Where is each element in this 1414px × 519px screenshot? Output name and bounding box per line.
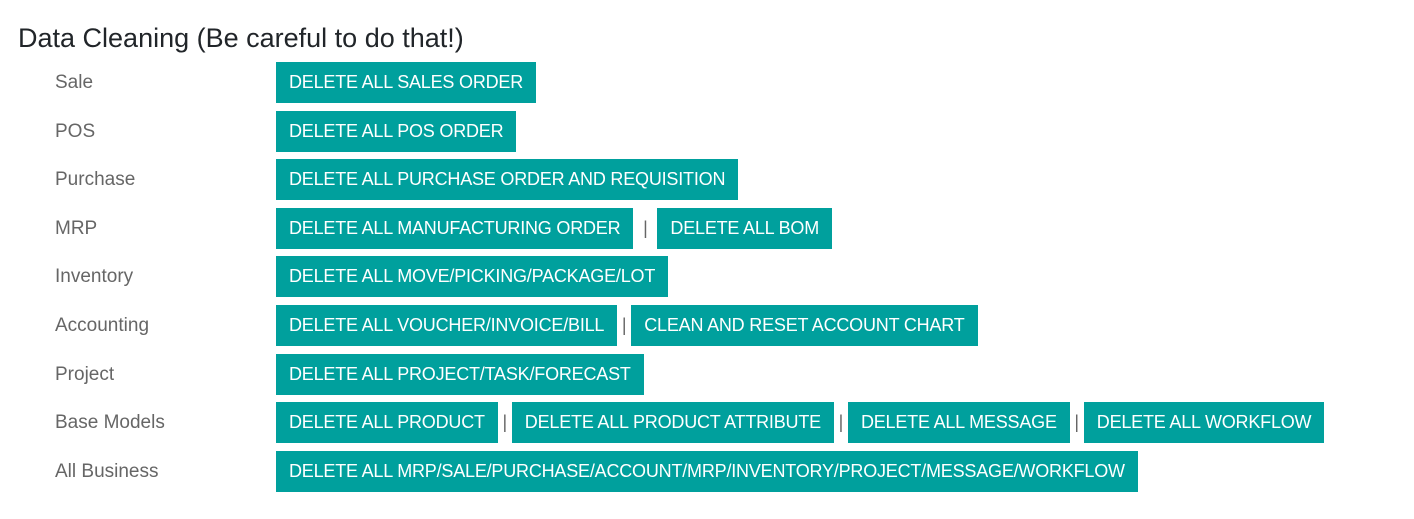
delete-all-voucher-invoice-bill-button[interactable]: DELETE ALL VOUCHER/INVOICE/BILL: [276, 304, 618, 346]
delete-all-pos-order-button[interactable]: DELETE ALL POS ORDER: [276, 110, 517, 152]
row-sale: Sale DELETE ALL SALES ORDER: [0, 62, 1414, 111]
row-accounting: Accounting DELETE ALL VOUCHER/INVOICE/BI…: [0, 304, 1414, 354]
button-group-inventory: DELETE ALL MOVE/PICKING/PACKAGE/LOT: [276, 256, 669, 298]
delete-all-workflow-button[interactable]: DELETE ALL WORKFLOW: [1083, 402, 1325, 444]
delete-all-bom-button[interactable]: DELETE ALL BOM: [657, 207, 832, 249]
delete-all-product-attribute-button[interactable]: DELETE ALL PRODUCT ATTRIBUTE: [511, 402, 834, 444]
delete-all-business-data-button[interactable]: DELETE ALL MRP/SALE/PURCHASE/ACCOUNT/MRP…: [276, 450, 1138, 492]
row-mrp: MRP DELETE ALL MANUFACTURING ORDER | DEL…: [0, 207, 1414, 257]
delete-all-product-button[interactable]: DELETE ALL PRODUCT: [276, 402, 498, 444]
clean-reset-account-chart-button[interactable]: CLEAN AND RESET ACCOUNT CHART: [631, 304, 978, 346]
row-label-accounting: Accounting: [55, 314, 150, 336]
row-label-sale: Sale: [55, 72, 94, 93]
row-label-purchase: Purchase: [55, 169, 136, 191]
row-all-business: All Business DELETE ALL MRP/SALE/PURCHAS…: [0, 450, 1414, 500]
button-separator: |: [621, 314, 627, 335]
button-group-purchase: DELETE ALL PURCHASE ORDER AND REQUISITIO…: [276, 159, 739, 201]
button-group-all-business: DELETE ALL MRP/SALE/PURCHASE/ACCOUNT/MRP…: [276, 450, 1138, 492]
button-separator: |: [1074, 412, 1080, 433]
button-separator: |: [643, 217, 648, 238]
row-pos: POS DELETE ALL POS ORDER: [0, 110, 1414, 160]
row-inventory: Inventory DELETE ALL MOVE/PICKING/PACKAG…: [0, 256, 1414, 305]
button-group-sale: DELETE ALL SALES ORDER: [276, 62, 537, 103]
delete-all-purchase-order-button[interactable]: DELETE ALL PURCHASE ORDER AND REQUISITIO…: [276, 159, 739, 201]
row-base-models: Base Models DELETE ALL PRODUCT | DELETE …: [0, 402, 1414, 451]
button-group-base-models: DELETE ALL PRODUCT | DELETE ALL PRODUCT …: [276, 402, 1325, 444]
delete-all-message-button[interactable]: DELETE ALL MESSAGE: [847, 402, 1070, 444]
page-title: Data Cleaning (Be careful to do that!): [18, 23, 464, 53]
row-label-pos: POS: [55, 120, 96, 142]
button-separator: |: [838, 412, 844, 433]
delete-all-move-picking-button[interactable]: DELETE ALL MOVE/PICKING/PACKAGE/LOT: [276, 256, 669, 298]
row-project: Project DELETE ALL PROJECT/TASK/FORECAST: [0, 353, 1414, 403]
row-label-all-business: All Business: [55, 460, 159, 482]
delete-all-manufacturing-order-button[interactable]: DELETE ALL MANUFACTURING ORDER: [276, 207, 634, 249]
row-label-inventory: Inventory: [55, 266, 134, 288]
delete-all-sales-order-button[interactable]: DELETE ALL SALES ORDER: [276, 62, 537, 103]
button-group-project: DELETE ALL PROJECT/TASK/FORECAST: [276, 353, 644, 395]
row-label-mrp: MRP: [55, 217, 98, 239]
button-group-accounting: DELETE ALL VOUCHER/INVOICE/BILL | CLEAN …: [276, 304, 978, 346]
button-group-pos: DELETE ALL POS ORDER: [276, 110, 517, 152]
button-group-mrp: DELETE ALL MANUFACTURING ORDER | DELETE …: [276, 207, 832, 249]
row-label-project: Project: [55, 363, 115, 385]
button-separator: |: [502, 412, 508, 433]
row-purchase: Purchase DELETE ALL PURCHASE ORDER AND R…: [0, 159, 1414, 208]
row-label-base-models: Base Models: [55, 412, 165, 434]
data-cleaning-list: Sale DELETE ALL SALES ORDER POS DELETE A…: [0, 62, 1414, 499]
delete-all-project-task-forecast-button[interactable]: DELETE ALL PROJECT/TASK/FORECAST: [276, 353, 644, 395]
